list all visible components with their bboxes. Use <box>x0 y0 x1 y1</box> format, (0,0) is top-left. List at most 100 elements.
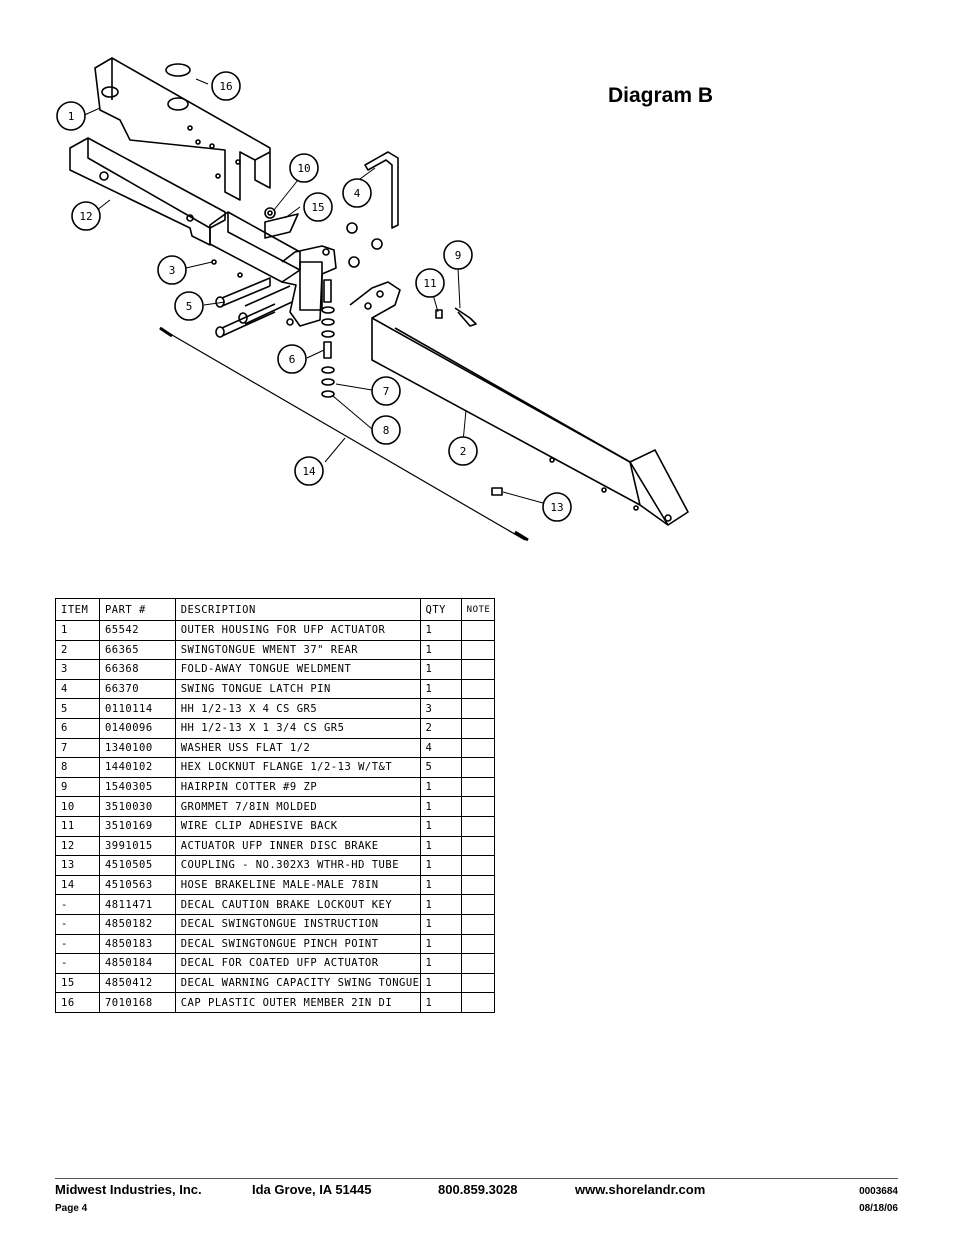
cell-note <box>460 835 495 857</box>
swingtongue-part <box>349 281 689 526</box>
cell-note <box>460 678 495 700</box>
cell-item: 10 <box>55 796 100 817</box>
callout-bubbles <box>56 71 572 522</box>
actuator-inner-part <box>69 137 226 246</box>
tongue-weldment-part <box>209 207 337 327</box>
cell-qty: 1 <box>419 855 462 876</box>
outer-housing-part <box>94 57 271 201</box>
cell-note <box>460 717 495 739</box>
cell-qty: 5 <box>419 757 462 778</box>
cell-item: 5 <box>55 698 100 719</box>
cell-part-number: 4850412 <box>98 972 176 994</box>
hardware-stack <box>321 279 335 398</box>
cell-description: WASHER USS FLAT 1/2 <box>174 737 421 759</box>
cell-item: 9 <box>55 776 100 798</box>
callout-label: 5 <box>186 300 193 313</box>
cell-qty: 1 <box>419 953 462 974</box>
callout-label: 8 <box>383 424 390 437</box>
cell-note <box>460 874 495 896</box>
cell-item: 1 <box>55 620 100 641</box>
wire-clip-part <box>435 309 443 319</box>
callout-label: 13 <box>550 501 563 514</box>
cell-qty: 1 <box>419 972 462 994</box>
cell-part-number: 65542 <box>98 620 176 641</box>
cell-qty: 1 <box>419 894 462 915</box>
cell-note <box>460 737 495 759</box>
cell-part-number: 1540305 <box>98 776 176 798</box>
callout-label: 11 <box>423 277 436 290</box>
cell-qty: 1 <box>419 874 462 896</box>
cell-note <box>460 953 495 974</box>
callout-label: 10 <box>297 162 310 175</box>
header-description: DESCRIPTION <box>174 598 421 621</box>
cell-item: 6 <box>55 717 100 739</box>
cell-item: 2 <box>55 639 100 661</box>
cell-item: 13 <box>55 855 100 876</box>
cell-item: - <box>55 953 100 974</box>
callout-11 <box>415 268 445 298</box>
cell-part-number: 3510030 <box>98 796 176 817</box>
cell-note <box>460 796 495 817</box>
cell-description: COUPLING - NO.302X3 WTHR-HD TUBE <box>174 855 421 876</box>
cell-part-number: 4850184 <box>98 953 176 974</box>
cell-note <box>460 757 495 778</box>
bolt-parts-5 <box>215 277 293 338</box>
cell-part-number: 7010168 <box>98 992 176 1013</box>
cell-qty: 1 <box>419 776 462 798</box>
cell-description: SWINGTONGUE WMENT 37" REAR <box>174 639 421 661</box>
callout-7 <box>371 376 401 406</box>
callout-15 <box>303 192 333 222</box>
cell-description: DECAL SWINGTONGUE INSTRUCTION <box>174 913 421 935</box>
footer-doc-number: 0003684 <box>859 1186 898 1197</box>
cell-qty: 4 <box>419 737 462 759</box>
cell-note <box>460 815 495 837</box>
cell-item: 8 <box>55 757 100 778</box>
cell-item: - <box>55 933 100 955</box>
cell-part-number: 66368 <box>98 659 176 680</box>
cell-qty: 1 <box>419 933 462 955</box>
cell-note <box>460 972 495 994</box>
latch-pin-part <box>364 151 399 229</box>
cell-qty: 1 <box>419 678 462 700</box>
table-header-row: ITEM PART # DESCRIPTION QTY NOTE <box>55 598 495 621</box>
cell-item: 11 <box>55 815 100 837</box>
cell-note <box>460 913 495 935</box>
cell-qty: 1 <box>419 815 462 837</box>
footer-company: Midwest Industries, Inc. <box>55 1182 202 1197</box>
cell-description: CAP PLASTIC OUTER MEMBER 2IN DI <box>174 992 421 1013</box>
cell-item: 14 <box>55 874 100 896</box>
callout-label: 9 <box>455 249 462 262</box>
cell-note <box>460 776 495 798</box>
cell-item: 16 <box>55 992 100 1013</box>
callout-label: 3 <box>169 264 176 277</box>
cell-description: SWING TONGUE LATCH PIN <box>174 678 421 700</box>
callout-label: 4 <box>354 187 361 200</box>
cell-part-number: 4510505 <box>98 855 176 876</box>
footer-divider <box>55 1178 898 1179</box>
cell-qty: 1 <box>419 835 462 857</box>
cell-part-number: 66370 <box>98 678 176 700</box>
cell-part-number: 66365 <box>98 639 176 661</box>
cell-note <box>460 933 495 955</box>
cell-qty: 1 <box>419 913 462 935</box>
callout-16 <box>211 71 241 101</box>
cell-description: ACTUATOR UFP INNER DISC BRAKE <box>174 835 421 857</box>
cell-description: GROMMET 7/8IN MOLDED <box>174 796 421 817</box>
cell-description: FOLD-AWAY TONGUE WELDMENT <box>174 659 421 680</box>
brake-hose-part <box>159 327 526 541</box>
cell-note <box>460 698 495 719</box>
callout-4 <box>342 178 372 208</box>
footer-website: www.shorelandr.com <box>575 1182 706 1197</box>
